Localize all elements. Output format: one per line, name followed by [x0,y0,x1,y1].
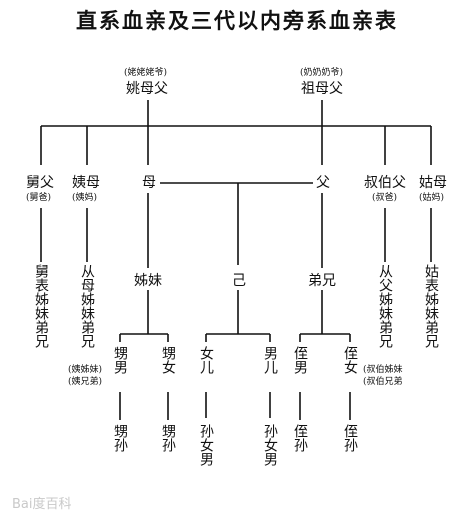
mother: 母 [142,175,156,191]
watermark-logo: Bai度百科 [12,497,72,512]
maternal-aunt-note: (姨妈) [72,193,98,203]
maternal-aunt-cousins: 从母姊妹弟兄 [79,264,95,348]
maternal-grandparents-note: (姥姥姥爷) [124,68,168,78]
paternal-aunt-note: (姑妈) [419,193,445,203]
paternal-grandparents: 祖母父 [301,81,343,97]
son: 男儿 [262,346,278,374]
brother-grandchild-1: 侄孙 [292,424,308,452]
page-title: 直系血亲及三代以内旁系血亲表 [76,8,398,33]
father: 父 [316,175,330,191]
self: 己 [232,273,246,289]
brother-daughter: 侄女 [342,346,358,374]
sister-daughter: 甥女 [160,346,176,374]
maternal-aunt-cousins-note-1: (姨姊妹) [68,365,103,375]
paternal-aunt-cousins: 姑表姊妹弟兄 [423,264,439,348]
paternal-uncle-cousins-note-1: (叔伯姊妹 [363,365,403,375]
brother-son: 侄男 [292,346,308,374]
maternal-uncle-note: (舅爸) [26,193,52,203]
sister-grandchild-2: 甥孙 [160,424,176,452]
son-grandchildren: 孙女男 [262,424,278,466]
maternal-aunt-cousins-note-2: (姨兄弟) [68,377,103,387]
daughter-grandchildren: 孙女男 [198,424,214,466]
sisters: 姊妹 [134,273,162,289]
brother-grandchild-2: 侄孙 [342,424,358,452]
daughter: 女儿 [198,346,214,374]
paternal-uncle-cousins-note-2: (叔伯兄弟 [363,377,403,387]
paternal-aunt: 姑母 [419,175,447,191]
maternal-uncle-cousins: 舅表姊妹弟兄 [33,264,49,348]
sister-son: 甥男 [112,346,128,374]
maternal-uncle: 舅父 [26,175,54,191]
maternal-aunt: 姨母 [72,175,100,191]
sister-grandchild-1: 甥孙 [112,424,128,452]
paternal-uncle-cousins: 从父姊妹弟兄 [377,264,393,348]
maternal-grandparents: 姚母父 [126,81,168,97]
paternal-uncle: 叔伯父 [364,175,406,191]
paternal-grandparents-note: (奶奶奶爷) [300,68,344,78]
brothers: 弟兄 [308,273,336,289]
paternal-uncle-note: (叔爸) [372,193,398,203]
